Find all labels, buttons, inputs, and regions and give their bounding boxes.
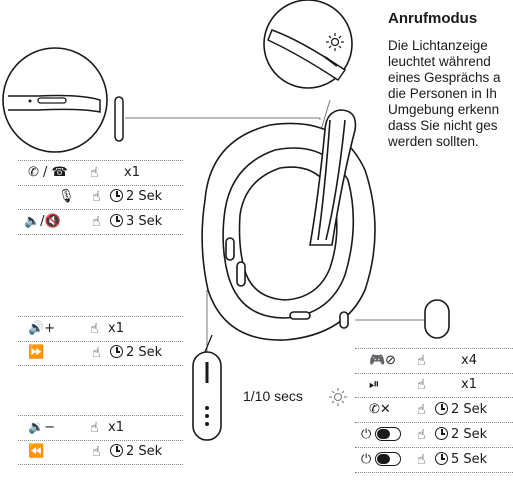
- page-title: Anrufmodus: [388, 10, 478, 27]
- game-mode-icon: 🎮⊘: [369, 353, 397, 368]
- hold-duration: 2 Sek: [451, 402, 488, 417]
- volume-button-marker: [192, 351, 222, 441]
- clock-icon: [110, 189, 123, 202]
- table-row: ⏻ ☝ 5 Sek: [355, 448, 513, 473]
- mute-button-marker: [114, 96, 124, 142]
- table-row: ✆✕ ☝ 2 Sek: [355, 398, 513, 423]
- call-icon: ✆ / ☎: [28, 165, 68, 180]
- power-icon: ⏻: [361, 427, 372, 442]
- hand-press-icon: ☝: [417, 427, 426, 443]
- hand-press-icon: ☝: [417, 402, 426, 418]
- hand-press-icon: ☝: [92, 189, 101, 205]
- table-row: 🔈/🔇 ☝ 3 Sek: [18, 210, 183, 235]
- hold-duration: 2 Sek: [126, 444, 163, 459]
- hand-press-icon: ☝: [92, 444, 101, 460]
- description-line: leuchtet während: [388, 54, 491, 69]
- rewind-icon: ⏪: [28, 444, 45, 459]
- volume-up-table: 🔊+ ☝ x1 ⏩ ☝ 2 Sek: [18, 316, 183, 368]
- clock-icon: [435, 427, 448, 440]
- hand-press-icon: ☝: [92, 345, 101, 361]
- table-row: ⏪ ☝ 2 Sek: [18, 440, 183, 465]
- play-pause-icon: ⏯: [369, 377, 380, 392]
- power-button-marker: [424, 299, 450, 339]
- toggle-switch-icon: [375, 452, 402, 466]
- table-row: ⏯ ☝ x1: [355, 373, 513, 398]
- description-line: dass Sie nicht ges: [388, 118, 498, 133]
- call-controls-table: ✆ / ☎ ☝ x1 🎙 ☝ 2 Sek 🔈/🔇 ☝ 3 Sek: [18, 160, 183, 240]
- press-count: x1: [124, 165, 140, 180]
- table-row: ⏩ ☝ 2 Sek: [18, 341, 183, 366]
- hold-duration: 2 Sek: [126, 189, 163, 204]
- volume-down-icon: 🔉−: [28, 420, 56, 435]
- description-line: eines Gesprächs a: [388, 70, 501, 85]
- hold-duration: 2 Sek: [126, 345, 163, 360]
- clock-icon: [110, 214, 123, 227]
- table-row: ⏻ ☝ 2 Sek: [355, 423, 513, 448]
- table-row: 🔉− ☝ x1: [18, 415, 183, 441]
- hold-duration: 5 Sek: [451, 452, 488, 467]
- power-icon: ⏻: [361, 452, 372, 467]
- reject-call-icon: ✆✕: [369, 402, 391, 417]
- light-detail-circle: [263, 0, 353, 89]
- description: Die Lichtanzeige leuchtet während eines …: [388, 38, 513, 150]
- clock-icon: [435, 402, 448, 415]
- hand-press-icon: ☝: [417, 452, 426, 468]
- press-count: x1: [108, 321, 124, 336]
- press-count: x1: [461, 377, 477, 392]
- toggle-switch-icon: [375, 427, 402, 441]
- press-count: x1: [108, 420, 124, 435]
- table-row: ✆ / ☎ ☝ x1: [18, 160, 183, 186]
- hand-press-icon: ☝: [90, 321, 99, 337]
- hand-press-icon: ☝: [417, 353, 426, 369]
- fast-forward-icon: ⏩: [28, 345, 45, 360]
- volume-down-table: 🔉− ☝ x1 ⏪ ☝ 2 Sek: [18, 415, 183, 467]
- clock-icon: [110, 444, 123, 457]
- hand-press-icon: ☝: [92, 214, 101, 230]
- hand-press-icon: ☝: [90, 165, 99, 181]
- clock-icon: [435, 452, 448, 465]
- table-row: 🎮⊘ ☝ x4: [355, 348, 513, 374]
- description-line: werden sollten.: [388, 134, 479, 149]
- clock-icon: [110, 345, 123, 358]
- power-controls-table: 🎮⊘ ☝ x4 ⏯ ☝ x1 ✆✕ ☝ 2 Sek ⏻ ☝ 2 Sek ⏻ ☝ …: [355, 348, 513, 478]
- description-line: die Personen in Ih: [388, 86, 497, 101]
- table-row: 🎙 ☝ 2 Sek: [18, 185, 183, 210]
- light-indicator-icon: [329, 388, 347, 406]
- microphone-icon: 🎙: [58, 189, 75, 204]
- press-count: x4: [461, 353, 477, 368]
- led-interval-label: 1/10 secs: [243, 388, 303, 404]
- speaker-mute-icon: 🔈/🔇: [24, 214, 61, 229]
- volume-up-icon: 🔊+: [28, 321, 56, 336]
- hand-press-icon: ☝: [417, 377, 426, 393]
- hold-duration: 2 Sek: [451, 427, 488, 442]
- description-line: Umgebung erkenn: [388, 102, 500, 117]
- hand-press-icon: ☝: [90, 420, 99, 436]
- table-row: 🔊+ ☝ x1: [18, 316, 183, 342]
- mic-detail-circle: [2, 47, 108, 153]
- description-line: Die Lichtanzeige: [388, 38, 488, 53]
- hold-duration: 3 Sek: [126, 214, 163, 229]
